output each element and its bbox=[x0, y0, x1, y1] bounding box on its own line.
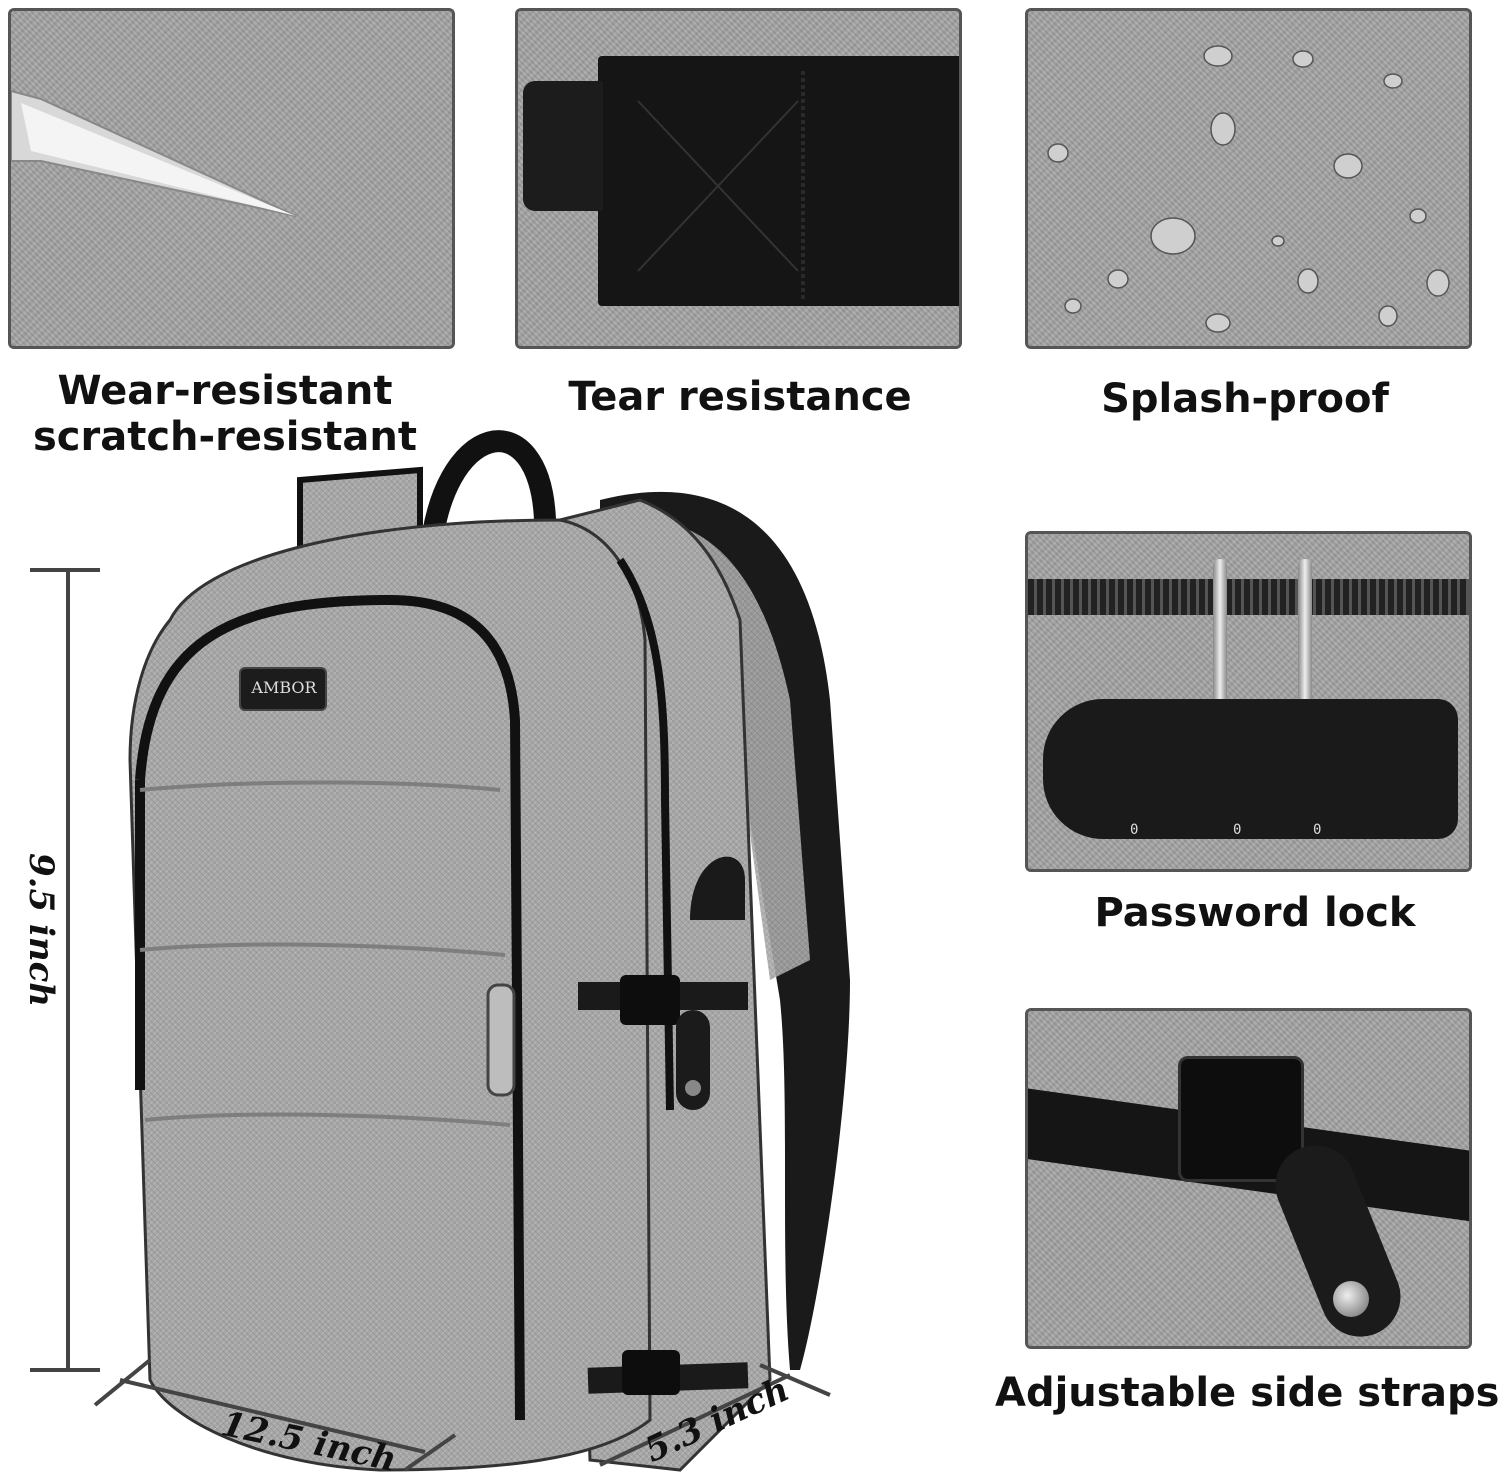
snap-button bbox=[1333, 1281, 1369, 1317]
wear-resistant-panel bbox=[8, 8, 455, 349]
side-straps-panel bbox=[1025, 1008, 1472, 1349]
lock-digit-3: 0 bbox=[1313, 822, 1322, 838]
caption-straps: Adjustable side straps bbox=[995, 1370, 1500, 1416]
water-droplets-icon bbox=[1047, 45, 1450, 333]
backpack-illustration bbox=[30, 430, 850, 1472]
height-dimension-label: 9.5 inch bbox=[21, 852, 61, 1008]
brand-label: AMBOR bbox=[251, 678, 317, 697]
webbing-strap bbox=[598, 56, 959, 306]
caption-wear-line2: scratch-resistant bbox=[32, 414, 418, 460]
zipper-track bbox=[1028, 579, 1469, 615]
combination-lock-body bbox=[1043, 699, 1458, 839]
splash-proof-panel bbox=[1025, 8, 1472, 349]
webbing-loop bbox=[523, 81, 603, 211]
stitch-x-pattern bbox=[637, 71, 805, 301]
lock-digit-2: 0 bbox=[1233, 822, 1242, 838]
tear-resistance-panel bbox=[515, 8, 962, 349]
caption-wear-line1: Wear-resistant bbox=[57, 368, 393, 414]
lock-digit-1: 0 bbox=[1130, 822, 1139, 838]
password-lock-panel: 0 0 0 bbox=[1025, 531, 1472, 872]
caption-lock: Password lock bbox=[1094, 890, 1416, 936]
caption-tear: Tear resistance bbox=[568, 374, 912, 420]
caption-splash: Splash-proof bbox=[1101, 376, 1389, 422]
scissors-blade-icon bbox=[11, 89, 297, 217]
